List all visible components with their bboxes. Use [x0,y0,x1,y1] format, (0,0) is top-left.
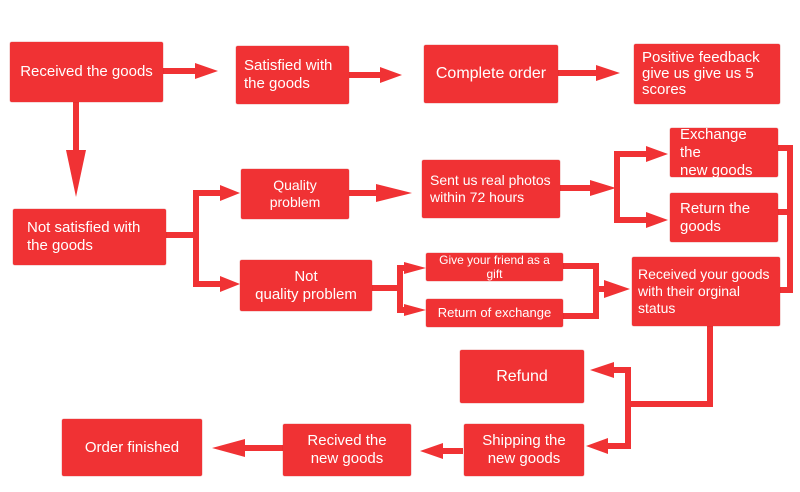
arrowhead-quality [220,185,240,201]
arrow-to-return [614,188,650,223]
node-sent-real-photos: Sent us real photos within 72 hours [422,160,560,218]
node-satisfied-with-the-goods: Satisfied with the goods [236,46,349,104]
node-return-the-goods: Return the goods [670,193,778,242]
arrowhead-not-quality [220,276,240,292]
arrowhead-original [604,280,630,298]
arrowhead-gift [404,262,426,274]
node-complete-order: Complete order [424,45,558,103]
arrowhead-refund [590,362,614,378]
arrowhead-shipping [586,438,608,454]
node-quality-problem: Quality problem [241,169,349,219]
arrow-to-not-quality [193,235,222,287]
arrow-original-down [628,326,713,407]
node-order-finished: Order finished [62,419,202,476]
arrowhead-finished [212,439,245,457]
node-exchange-the-new-goods: Exchange the new goods [670,126,778,179]
arrow-right-bracket [778,145,793,293]
node-refund: Refund [460,350,584,403]
arrowhead-positive [596,65,620,81]
arrowhead-recived [420,443,443,459]
node-received-the-goods: Received the goods [10,42,163,102]
arrow-to-shipping [606,404,631,449]
node-recived-the-new-goods: Recived the new goods [283,424,411,476]
arrowhead-return [646,212,668,228]
arrowhead-exchange [646,146,668,162]
node-not-quality-problem: Not quality problem [240,260,372,311]
arrowhead-photos-branch [590,180,616,196]
arrow-to-quality [193,190,222,235]
node-return-of-exchange: Return of exchange [426,299,563,327]
node-positive-feedback: Positive feedback give us give us 5 scor… [634,44,780,104]
arrow-gift-merge [563,263,599,319]
node-not-satisfied-with-the-goods: Not satisfied with the goods [13,209,166,265]
arrowhead-satisfied [195,63,218,79]
arrow-to-refund [612,367,631,404]
arrowhead-return-exchange [404,304,426,316]
arrowhead-complete [380,67,402,83]
node-give-friend-gift: Give your friend as a gift [426,253,563,281]
node-shipping-the-new-goods: Shipping the new goods [464,424,584,476]
arrowhead-photos [376,184,412,202]
arrowhead-not-satisfied [66,150,86,197]
arrow-to-exchange [614,151,650,188]
node-received-original-status: Received your goods with their orginal s… [632,257,780,326]
